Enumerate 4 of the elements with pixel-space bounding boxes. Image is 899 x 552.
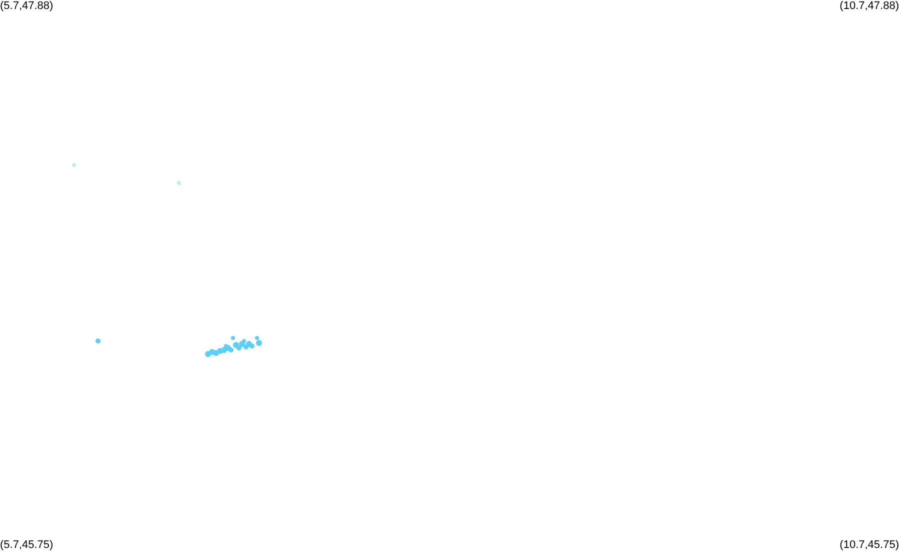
coordinate-label: (5.7,47.88) (0, 0, 54, 13)
coordinate-label: (5.7,45.75) (0, 539, 54, 552)
coordinate-label: (10.7,47.88) (840, 0, 899, 13)
coordinate-label: (10.7,45.75) (840, 539, 899, 552)
